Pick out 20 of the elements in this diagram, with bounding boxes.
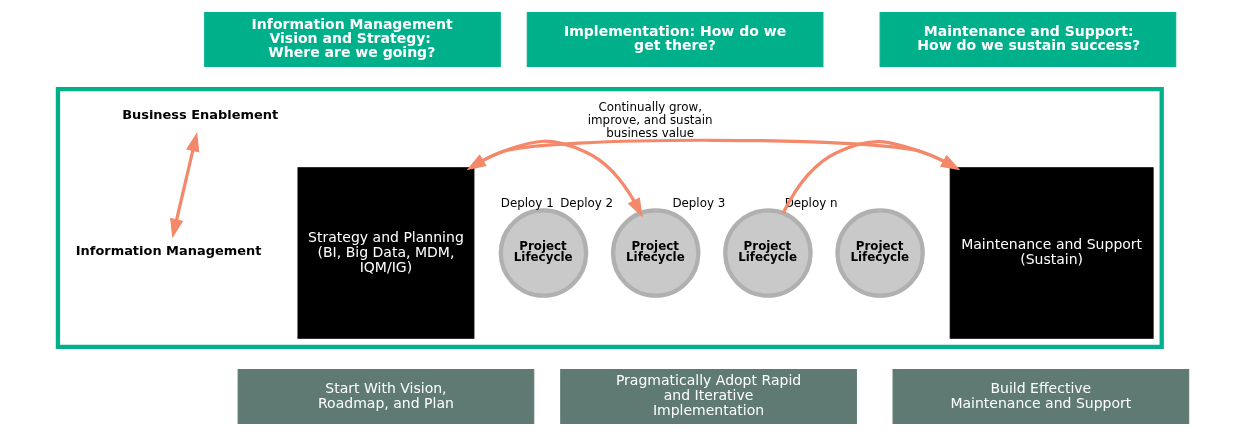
node-box: Start With Vision, Roadmap, and Plan: [237, 369, 535, 425]
node-label: Deploy 2: [560, 195, 614, 210]
node-box: Pragmatically Adopt Rapid and Iterative Implementation: [560, 369, 857, 425]
edge-label: Continually grow, improve, and sustain business value: [587, 99, 713, 140]
arrow: [170, 132, 200, 239]
node-circle: Project Lifecycle: [610, 208, 701, 298]
node-label: Deploy 1: [500, 195, 554, 210]
node-box: Strategy and Planning (BI, Big Data, MDM, IQM/IG): [297, 167, 475, 339]
arrow: [466, 138, 957, 171]
node-text: Business Enablement: [122, 107, 279, 123]
node-box: Maintenance and Support: How do we sustain success?: [879, 11, 1177, 67]
node-box: Information Management Vision and Strategy: Where are we going?: [204, 11, 501, 67]
node-text: Information Management: [75, 243, 262, 259]
node-circle: Project Lifecycle: [835, 208, 925, 298]
cluster: [55, 86, 1164, 350]
node-box: Implementation: How do we get there?: [526, 11, 824, 67]
node-label: Deploy 3: [672, 195, 726, 210]
node-box: Build Effective Maintenance and Support: [892, 369, 1190, 425]
node-box: Maintenance and Support (Sustain): [949, 167, 1154, 339]
node-circle: Project Lifecycle: [723, 208, 813, 298]
